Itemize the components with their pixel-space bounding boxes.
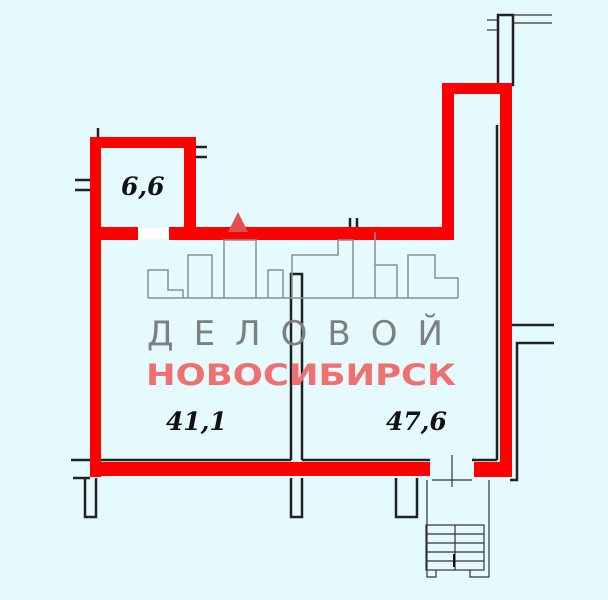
watermark-logo: ДЕЛОВОЙ НОВОСИБИРСК [146, 212, 463, 392]
room-area-label: 41,1 [166, 407, 227, 436]
building-structure [71, 13, 554, 578]
skyline-icon [147, 232, 459, 299]
room-area-label: 47,6 [386, 407, 447, 436]
watermark-line1: ДЕЛОВОЙ [147, 313, 463, 354]
room-area-label: 6,6 [121, 172, 165, 201]
highlighted-walls [90, 83, 512, 477]
watermark-line2: НОВОСИБИРСК [146, 358, 456, 392]
door-opening [138, 228, 169, 239]
stairs [425, 524, 485, 571]
